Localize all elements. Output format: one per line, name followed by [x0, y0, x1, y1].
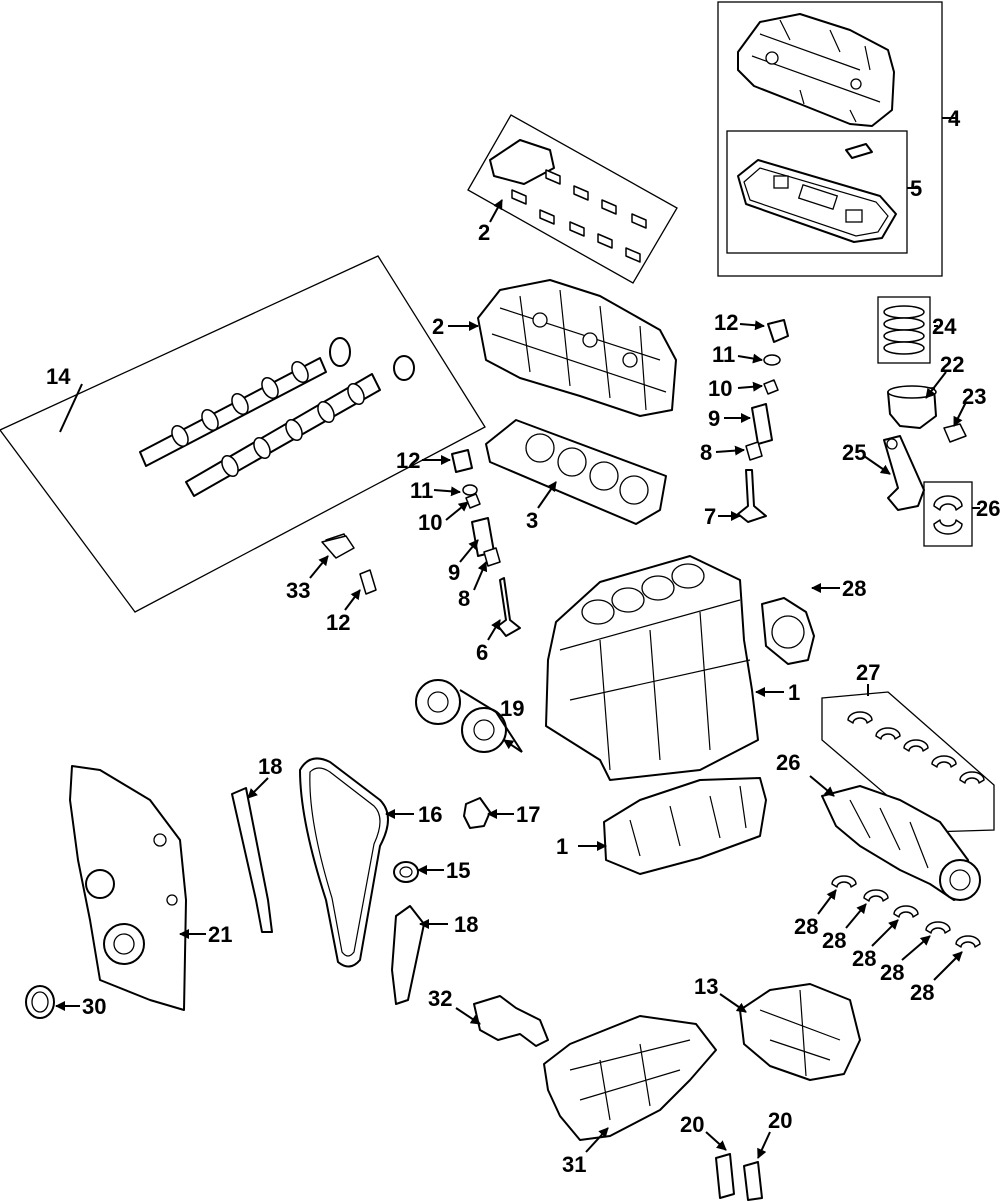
valve-cover-gasket-box [726, 130, 908, 254]
cylinder-head [477, 279, 677, 417]
piston-assembly [883, 385, 967, 535]
camshafts [139, 337, 415, 497]
engine-block [545, 555, 759, 781]
callout-labels: 4 5 2 2 12 11 10 9 8 7 24 22 23 25 26 14… [46, 106, 1000, 1177]
head-gasket [485, 419, 667, 525]
callout-6: 6 [476, 640, 488, 665]
chain-guide-lower [391, 905, 425, 1005]
callout-20-left: 20 [680, 1112, 704, 1137]
callout-12-left: 12 [396, 448, 420, 473]
valve-cover-group-box [717, 1, 943, 277]
callout-20-right: 20 [768, 1108, 792, 1133]
chain-guide-upper [231, 787, 273, 933]
timing-cover [69, 765, 187, 1011]
rear-seal-retainer [761, 597, 815, 665]
callout-28-d: 28 [880, 960, 904, 985]
callout-18-lower: 18 [454, 912, 478, 937]
chain-tensioner [463, 797, 491, 829]
camshaft-bearing-caps [489, 139, 647, 263]
callout-1-block: 1 [788, 680, 800, 705]
callout-28-b: 28 [822, 928, 846, 953]
callout-17: 17 [516, 802, 540, 827]
callout-10-left: 10 [418, 510, 442, 535]
main-bearings-group-box [821, 691, 995, 833]
callout-4: 4 [948, 106, 961, 131]
piston-rings [883, 305, 925, 355]
callout-23: 23 [962, 384, 986, 409]
cam-phasers [415, 679, 507, 753]
timing-chain [299, 757, 389, 968]
callout-1-bedplate: 1 [556, 834, 568, 859]
callout-9-right: 9 [708, 406, 720, 431]
leader-lines [55, 117, 980, 1159]
callout-28-e: 28 [910, 980, 934, 1005]
callout-15: 15 [446, 858, 470, 883]
valve-cover [737, 13, 895, 127]
callout-14: 14 [46, 364, 71, 389]
callout-13: 13 [694, 974, 718, 999]
callout-22: 22 [940, 352, 964, 377]
piston-rings-box [877, 296, 931, 364]
callout-12-bracket: 12 [326, 610, 350, 635]
callout-12-right: 12 [714, 310, 738, 335]
callout-33: 33 [286, 578, 310, 603]
valve-cover-gasket [737, 143, 897, 243]
callout-21: 21 [208, 922, 232, 947]
callout-7: 7 [704, 504, 716, 529]
callout-11-right: 11 [712, 342, 735, 367]
callout-19: 19 [500, 696, 524, 721]
callout-26: 26 [976, 496, 1000, 521]
valve-train-right [737, 319, 789, 523]
rod-bearing-box [923, 481, 973, 547]
callout-2-head: 2 [432, 314, 444, 339]
callout-9-left: 9 [448, 560, 460, 585]
oil-pan [543, 1015, 717, 1141]
callout-10-right: 10 [708, 376, 732, 401]
oil-pickup [473, 995, 549, 1047]
callout-28-a: 28 [794, 914, 818, 939]
lower-crankcase [603, 777, 767, 875]
front-crank-seal [25, 985, 55, 1019]
callout-30: 30 [82, 994, 106, 1019]
callout-29: 28 [842, 576, 866, 601]
callout-27: 26 [776, 750, 800, 775]
callout-16: 16 [418, 802, 442, 827]
timing-bracket [321, 535, 355, 559]
callout-32: 32 [428, 986, 452, 1011]
callout-11-left: 11 [410, 478, 433, 503]
callout-8-right: 8 [700, 440, 712, 465]
callout-28-c: 28 [852, 946, 876, 971]
callout-25: 25 [842, 440, 866, 465]
camshaft-group-box [0, 255, 486, 613]
crank-sprocket [393, 861, 419, 883]
callout-5: 5 [910, 176, 922, 201]
callout-28-group: 27 [856, 660, 880, 685]
callout-3: 3 [526, 508, 538, 533]
main-bearing-shells [831, 711, 985, 948]
callout-2-caps: 2 [478, 220, 490, 245]
crankshaft [821, 785, 981, 901]
callout-31: 31 [562, 1152, 586, 1177]
callout-24: 24 [932, 314, 957, 339]
callout-8-left: 8 [458, 586, 470, 611]
bearing-caps-group-box [467, 114, 678, 284]
dipstick-tubes [715, 1153, 763, 1201]
oil-pump [739, 983, 861, 1081]
callout-18-upper: 18 [258, 754, 282, 779]
